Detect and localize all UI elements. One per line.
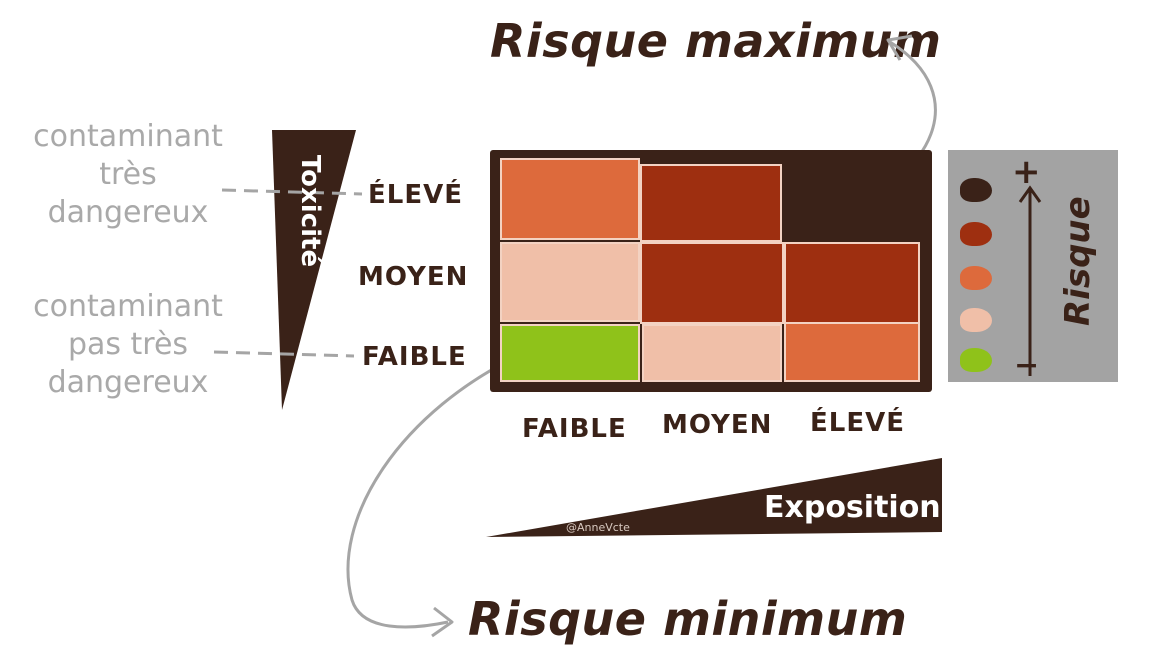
arrowhead-max bbox=[886, 34, 913, 61]
col-label-medium: MOYEN bbox=[662, 410, 773, 440]
exposure-wedge bbox=[486, 458, 942, 537]
legend-swatch bbox=[960, 178, 992, 202]
matrix-cell bbox=[500, 324, 640, 382]
matrix-cell bbox=[782, 164, 922, 242]
toxicity-label: Toxicité bbox=[295, 154, 325, 268]
matrix-cell bbox=[500, 158, 640, 240]
legend-swatch bbox=[960, 266, 992, 290]
legend-swatch bbox=[960, 348, 992, 372]
row-label-low: FAIBLE bbox=[362, 342, 467, 372]
matrix-cell bbox=[784, 242, 920, 324]
credit-watermark: @AnneVcte bbox=[566, 521, 630, 534]
note-line: dangereux bbox=[47, 195, 209, 230]
very-dangerous-note: contaminant très dangereux bbox=[28, 118, 228, 232]
note-line: très bbox=[99, 157, 157, 192]
max-risk-title: Risque maximum bbox=[490, 14, 942, 68]
matrix-cell bbox=[640, 164, 782, 242]
risk-legend: + − Risque bbox=[948, 150, 1118, 383]
risk-direction-arrow bbox=[1018, 185, 1042, 376]
matrix-cell bbox=[642, 324, 782, 382]
dashed-leader-high bbox=[221, 188, 363, 196]
matrix-cell bbox=[784, 322, 920, 382]
risk-label: Risque bbox=[1058, 196, 1098, 326]
legend-plus: + bbox=[1012, 152, 1041, 192]
note-line: dangereux bbox=[47, 365, 209, 400]
row-label-medium: MOYEN bbox=[358, 262, 469, 292]
dashed-leader-low bbox=[213, 350, 355, 358]
legend-minus: − bbox=[1014, 348, 1040, 383]
row-label-high: ÉLEVÉ bbox=[368, 180, 463, 210]
col-label-high: ÉLEVÉ bbox=[810, 408, 905, 438]
risk-matrix bbox=[490, 150, 932, 392]
not-very-dangerous-note: contaminant pas très dangereux bbox=[28, 288, 228, 402]
legend-swatch bbox=[960, 308, 992, 332]
note-line: contaminant bbox=[33, 119, 223, 154]
arrowhead-min bbox=[431, 606, 454, 638]
col-label-low: FAIBLE bbox=[522, 414, 627, 444]
arrow-to-min bbox=[346, 350, 527, 629]
note-line: contaminant bbox=[33, 289, 223, 324]
exposure-label: Exposition bbox=[764, 490, 941, 525]
toxicity-wedge bbox=[272, 130, 356, 410]
matrix-cell bbox=[640, 242, 784, 324]
matrix-cell bbox=[500, 242, 640, 322]
note-line: pas très bbox=[67, 327, 189, 362]
legend-swatch bbox=[960, 222, 992, 246]
min-risk-title: Risque minimum bbox=[468, 592, 908, 646]
